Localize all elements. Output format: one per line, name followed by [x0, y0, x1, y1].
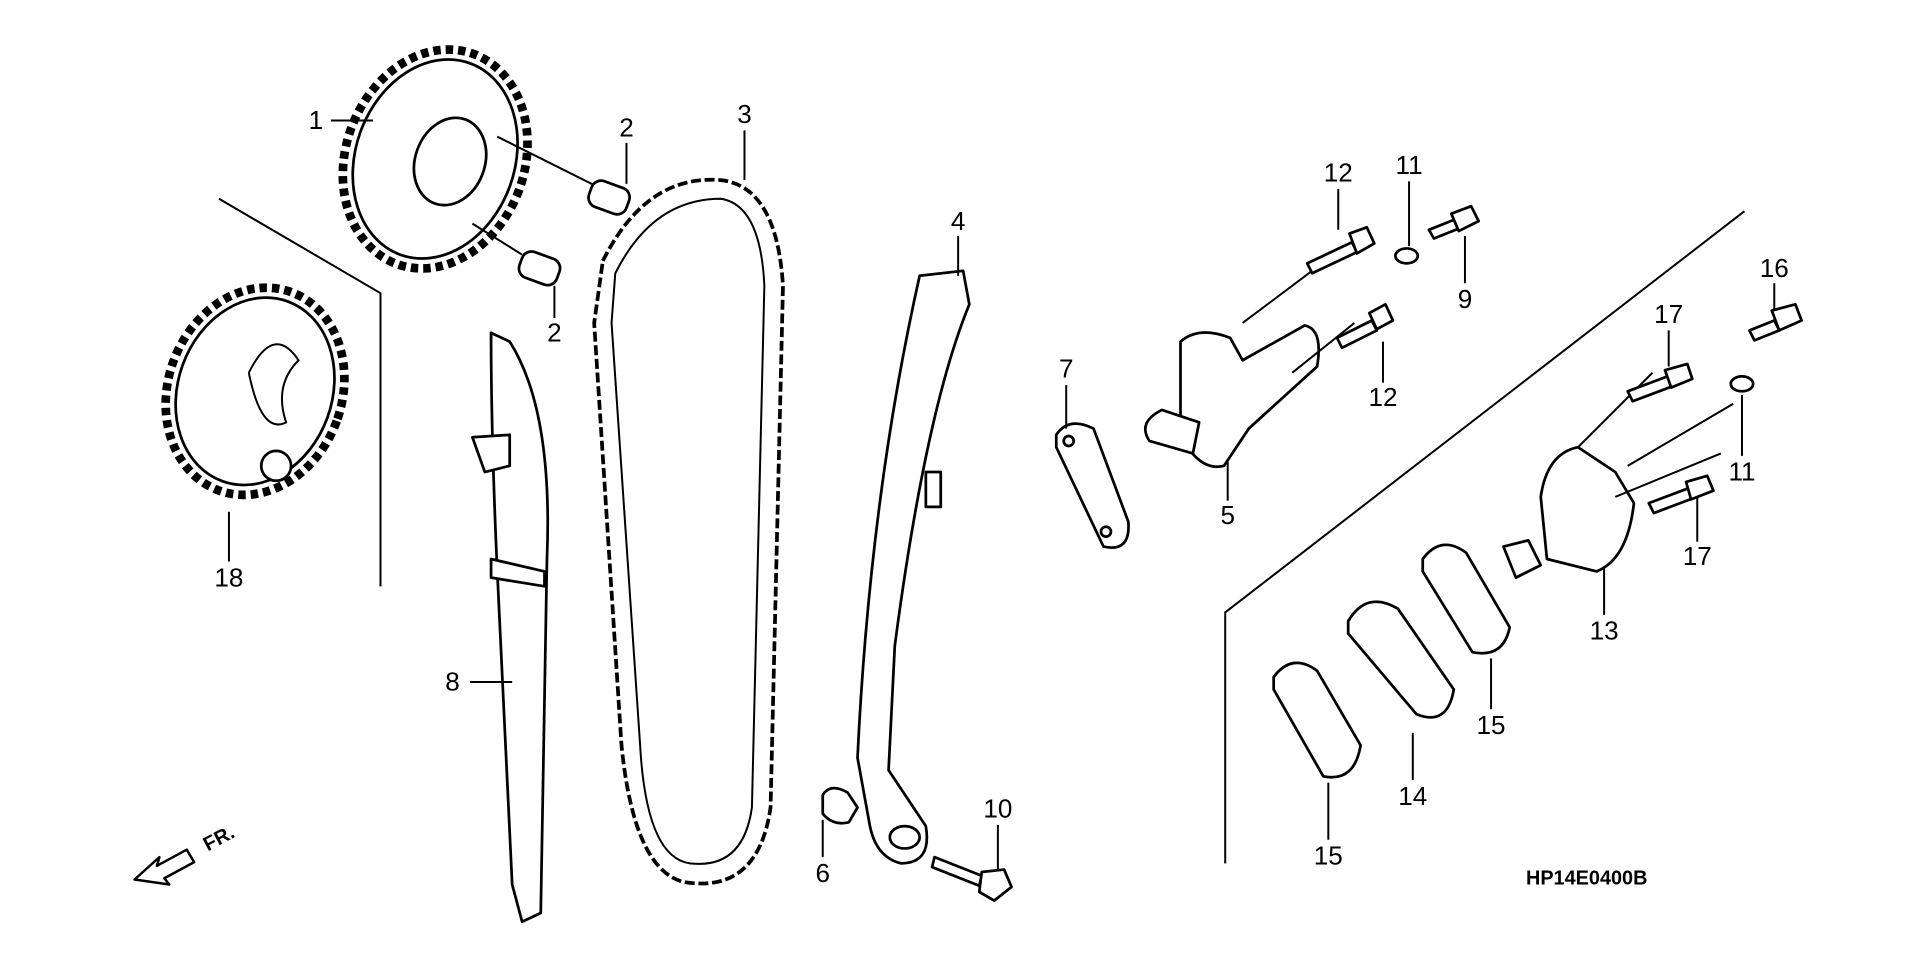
sprocket-bolt[interactable]	[496, 135, 632, 218]
section-divider-right	[1224, 210, 1746, 864]
callout-14: 14	[1398, 781, 1427, 811]
cam-chain-tensioner-arm[interactable]	[856, 269, 971, 865]
sealing-bolt[interactable]	[1427, 204, 1480, 240]
callout-11: 11	[1728, 457, 1755, 487]
tensioner-gasket[interactable]	[1272, 661, 1362, 779]
sealing-washer[interactable]	[1394, 247, 1420, 265]
tensioner-bolt[interactable]	[1335, 302, 1395, 350]
callout-2: 2	[547, 318, 562, 348]
callout-16: 16	[1760, 253, 1789, 283]
callout-11: 11	[1396, 150, 1423, 180]
sealing-washer[interactable]	[1729, 375, 1755, 393]
cam-sprocket[interactable]	[313, 23, 558, 294]
sprocket-bolt[interactable]	[471, 222, 562, 288]
callout-15: 15	[1314, 841, 1343, 871]
callout-17: 17	[1654, 299, 1683, 329]
callout-4: 4	[951, 206, 966, 236]
tensioner-assembly[interactable]	[1502, 371, 1734, 580]
callout-8: 8	[445, 667, 460, 697]
tensioner-mount-bolt[interactable]	[1647, 474, 1715, 515]
callout-17: 17	[1683, 541, 1712, 571]
front-label: FR.	[200, 821, 239, 855]
callout-18: 18	[214, 562, 243, 592]
pivot-bolt[interactable]	[930, 855, 1013, 902]
callout-6: 6	[815, 858, 830, 888]
callout-7: 7	[1059, 354, 1074, 384]
callout-1: 1	[309, 105, 324, 135]
tensioner-bolt[interactable]	[1305, 225, 1376, 275]
tensioner-spacer[interactable]	[1346, 600, 1456, 719]
cam-chain-guide[interactable]	[471, 331, 550, 924]
diagram-code: HP14E0400B	[1526, 867, 1647, 889]
callout-12: 12	[1368, 382, 1397, 412]
callout-10: 10	[983, 793, 1012, 823]
callout-13: 13	[1590, 616, 1619, 646]
section-divider-left	[218, 197, 382, 587]
sprocket-assembly[interactable]	[137, 262, 373, 520]
callout-2: 2	[619, 113, 634, 143]
callout-3: 3	[737, 99, 752, 129]
cam-chain-tensioner-lifter[interactable]	[1143, 266, 1356, 469]
callout-9: 9	[1458, 284, 1473, 314]
cam-chain[interactable]	[592, 177, 785, 886]
plug-bolt[interactable]	[1748, 302, 1803, 342]
tensioner-gasket[interactable]	[1054, 422, 1130, 549]
front-direction-arrow: FR.	[133, 821, 239, 886]
tensioner-mount-bolt[interactable]	[1626, 362, 1694, 403]
tensioner-gasket[interactable]	[1421, 543, 1512, 655]
callout-5: 5	[1220, 500, 1235, 530]
callout-15: 15	[1477, 710, 1506, 740]
collar[interactable]	[821, 786, 859, 825]
callout-12: 12	[1324, 157, 1353, 187]
